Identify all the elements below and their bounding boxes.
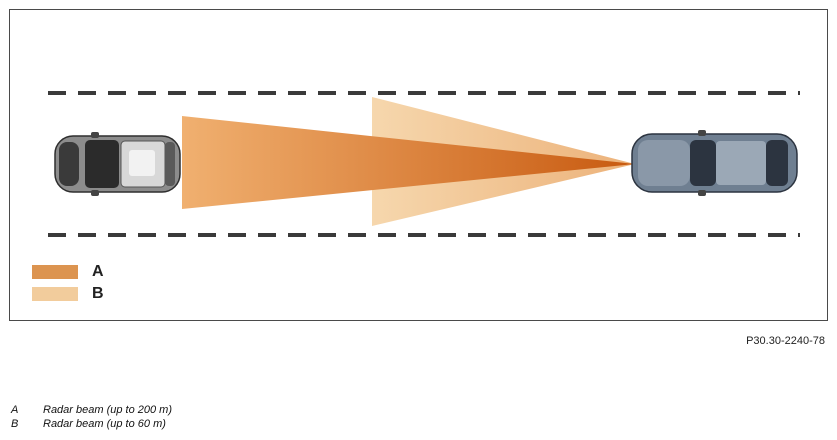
caption-key: B [11,418,19,430]
caption-text: Radar beam (up to 60 m) [43,418,166,430]
figure-code: P30.30-2240-78 [746,335,825,347]
legend-swatch-a [32,265,78,279]
front-car-icon [54,132,181,196]
rear-car-icon [631,130,798,196]
legend-item-a: A [32,261,104,283]
figure-frame: A B [9,9,828,321]
caption-list: A Radar beam (up to 200 m) B Radar beam … [11,403,172,431]
radar-beam-a [182,116,635,209]
legend-swatch-b [32,287,78,301]
caption-key: A [11,404,19,416]
legend-label-a: A [92,263,104,280]
legend-item-b: B [32,283,104,305]
caption-row: A Radar beam (up to 200 m) [11,403,172,417]
caption-text: Radar beam (up to 200 m) [43,404,173,416]
radar-diagram [48,91,800,237]
legend: A B [32,261,104,305]
legend-label-b: B [92,285,104,302]
caption-row: B Radar beam (up to 60 m) [11,417,172,431]
